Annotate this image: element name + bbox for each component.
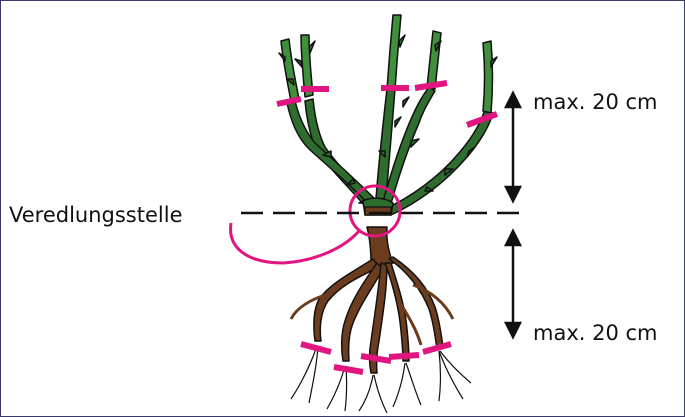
root-length-label: max. 20 cm <box>533 321 658 345</box>
dimension-arrow-top <box>506 93 520 201</box>
root-tips <box>291 346 471 413</box>
shoot-length-label: max. 20 cm <box>533 90 658 114</box>
root-cut-mark <box>301 344 331 352</box>
shoot-left-upper <box>281 39 299 101</box>
shoot-center2-upper <box>427 31 441 89</box>
stem-left2-lower <box>287 101 377 207</box>
shoot-center-upper <box>387 15 401 89</box>
shoot-cut-mark <box>277 99 301 104</box>
root-cut-mark <box>389 355 419 357</box>
shoot-cut-mark <box>415 83 447 88</box>
graft-point-label: Veredlungsstelle <box>9 203 183 227</box>
dimension-arrow-bottom <box>506 231 520 337</box>
root-cut-mark <box>361 356 391 361</box>
graft-pointer-line <box>231 223 359 263</box>
root-cut-mark <box>334 367 363 372</box>
shoots <box>279 15 497 215</box>
shoot-right-upper <box>483 41 493 113</box>
root-cut-mark <box>423 344 451 352</box>
